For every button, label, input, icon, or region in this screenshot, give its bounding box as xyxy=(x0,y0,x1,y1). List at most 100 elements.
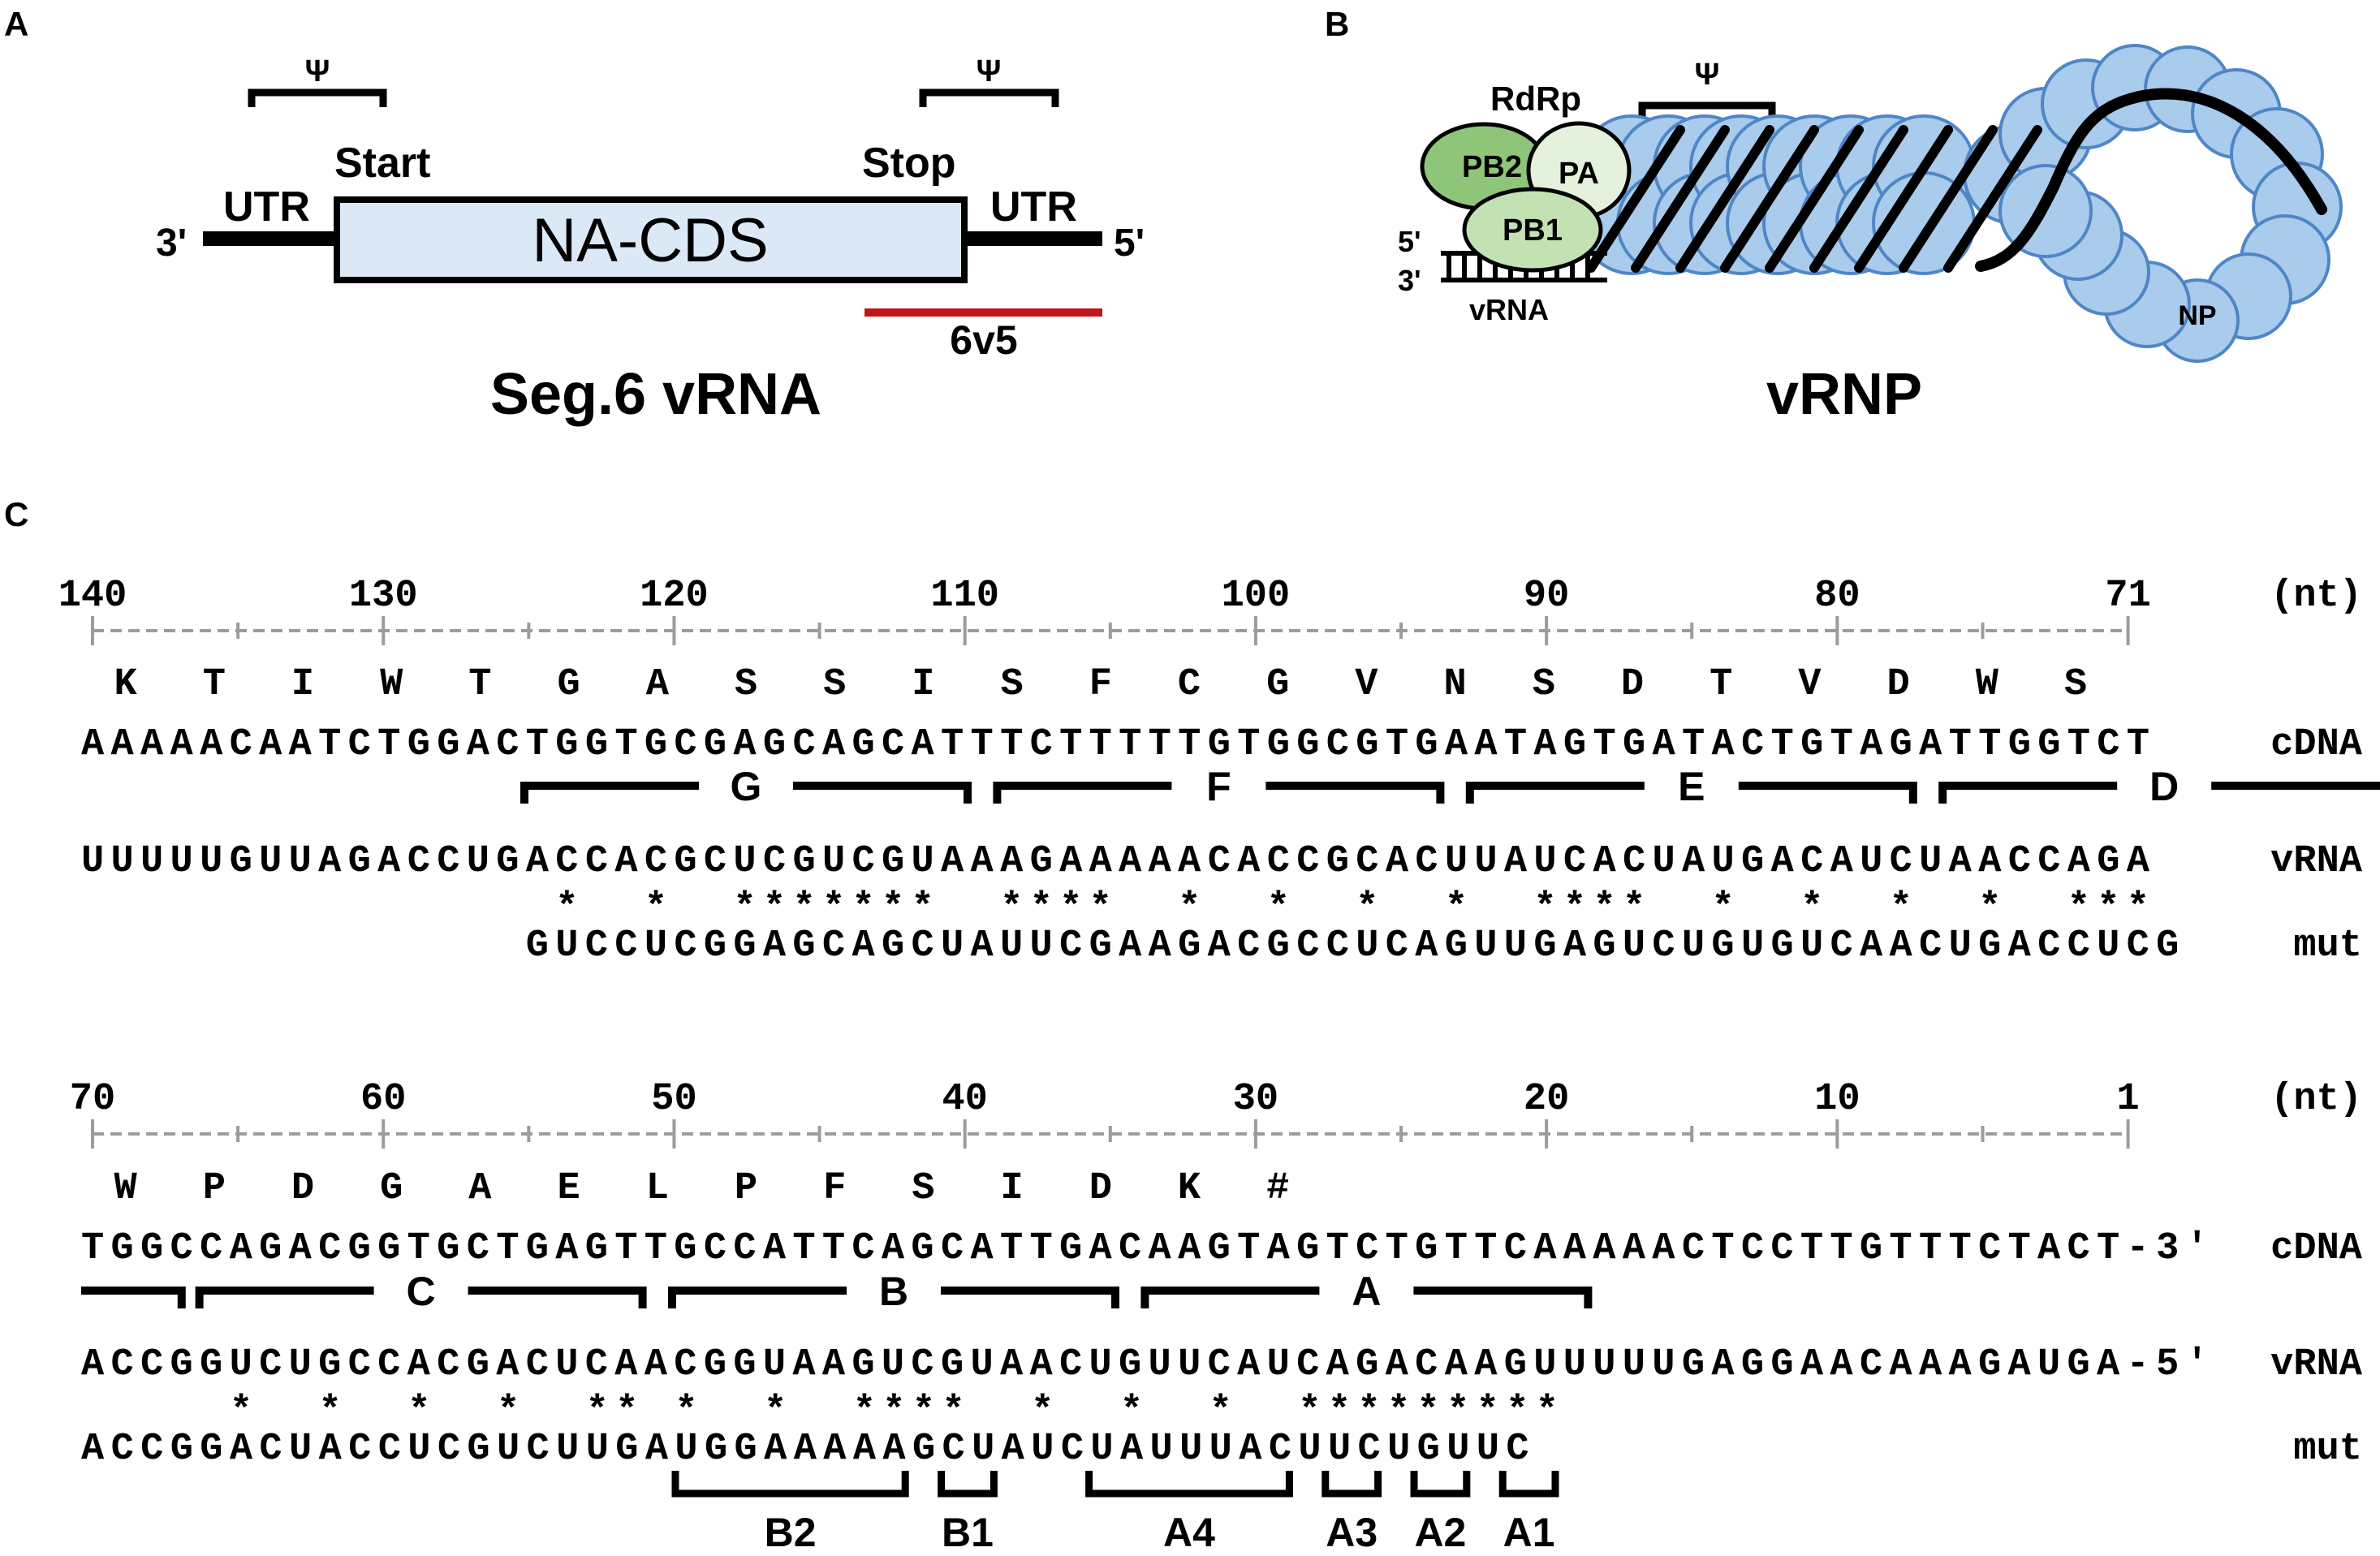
cdna-sequence-2: TGGCCAGACGGTGCTGAGTTGCCATTCAGCATTGACAAGT… xyxy=(81,1227,2209,1270)
utr-label-left: UTR xyxy=(223,183,310,231)
position-tick-label: 40 xyxy=(942,1078,987,1121)
amino-acid-label: S xyxy=(735,663,757,706)
row-label-mut-2: mut xyxy=(2293,1428,2362,1471)
position-tick-label: 100 xyxy=(1222,575,1291,618)
sub-region-bracket xyxy=(1498,1471,1559,1498)
row-label-cdna-2: cDNA xyxy=(2270,1227,2363,1270)
three-prime-label: 3' xyxy=(156,222,187,265)
rdrp-label: RdRp xyxy=(1490,80,1581,118)
region-label-f: F xyxy=(1206,764,1231,809)
unit-label-2: (nt) xyxy=(2270,1078,2362,1121)
na-cds-box xyxy=(334,196,968,283)
region-bracket-left xyxy=(1465,782,1645,804)
vrna-loop-strand xyxy=(1975,88,2327,272)
panel-b-letter: B xyxy=(1325,5,1349,43)
helix-strand xyxy=(1765,125,1864,273)
panel-a-title: Seg.6 vRNA xyxy=(490,362,821,427)
position-tick-label: 30 xyxy=(1233,1078,1278,1121)
amino-acid-label: # xyxy=(1266,1167,1289,1210)
amino-acid-label: C xyxy=(1178,663,1201,706)
row-label-mut-1: mut xyxy=(2293,925,2362,968)
pb1-label: PB1 xyxy=(1503,213,1563,248)
region-bracket-left xyxy=(520,782,699,804)
five-prime-label: 5' xyxy=(1114,222,1145,265)
amino-acid-label: K xyxy=(114,663,137,706)
position-tick-label: 1 xyxy=(2116,1078,2139,1121)
sub-region-label: B1 xyxy=(942,1510,994,1555)
np-oligomer xyxy=(1580,44,2343,363)
vrnp-vrna-label: vRNA xyxy=(1469,293,1549,326)
amino-acid-label: N xyxy=(1443,663,1466,706)
amino-acid-label: P xyxy=(203,1167,226,1210)
sub-region-label: A2 xyxy=(1414,1510,1466,1555)
helix-strand xyxy=(1943,125,2042,273)
sub-region-label: A3 xyxy=(1326,1510,1378,1555)
stop-codon-label: Stop xyxy=(862,140,956,187)
panel-a-letter: A xyxy=(4,5,28,43)
pb1-subunit xyxy=(1462,187,1603,273)
pb2-label: PB2 xyxy=(1462,150,1522,184)
sub-region-label: A4 xyxy=(1163,1510,1215,1555)
helix-strand xyxy=(1809,125,1908,273)
cdna-sequence-1: AAAAACAATCTGGACTGGTGCGAGCAGCATTTCTTTTTGT… xyxy=(81,723,2149,766)
row-label-vrna-2: vRNA xyxy=(2270,1343,2363,1386)
vrna-sequence-2: ACCGGUCUGCCACGACUCAACGGUAAGUCGUAACUGUUCA… xyxy=(81,1343,2209,1386)
panel-b: B Ψ 5' 3' vRNA RdRp PB2 PA PB1 NP vRNP xyxy=(1325,5,2343,427)
amino-acid-label: F xyxy=(1089,663,1112,706)
position-tick-label: 60 xyxy=(360,1078,406,1121)
region-bracket-right xyxy=(2211,782,2380,790)
position-tick-label: 20 xyxy=(1524,1078,1569,1121)
region-bracket-left xyxy=(1938,782,2118,804)
vrnp-five-prime-label: 5' xyxy=(1398,225,1421,258)
amino-acid-label: G xyxy=(1266,663,1289,706)
region-bracket-right xyxy=(468,1287,647,1308)
region-label-a: A xyxy=(1352,1269,1381,1314)
amino-acid-label: F xyxy=(823,1167,846,1210)
region-bracket-left xyxy=(668,1287,847,1308)
probe-6v5-label: 6v5 xyxy=(950,317,1017,363)
panel-b-title: vRNP xyxy=(1766,362,1922,427)
region-label-g: G xyxy=(731,764,762,809)
sub-region-bracket xyxy=(1085,1471,1293,1498)
amino-acid-label: S xyxy=(912,1167,934,1210)
sub-region-label: B2 xyxy=(765,1510,817,1555)
region-bracket-left xyxy=(1140,1287,1320,1308)
amino-acid-label: T xyxy=(468,663,491,706)
amino-acid-label: I xyxy=(912,663,934,706)
helix-strand xyxy=(1675,125,1774,273)
start-codon-label: Start xyxy=(334,140,430,187)
region-label-c: C xyxy=(407,1269,436,1314)
utr-label-right: UTR xyxy=(990,183,1077,231)
amino-acid-label: D xyxy=(291,1167,314,1210)
amino-acid-label: W xyxy=(380,663,403,706)
vrnp-three-prime-label: 3' xyxy=(1398,264,1421,297)
psi-bracket-vrnp xyxy=(1638,101,1776,123)
psi-bracket-5p xyxy=(248,88,387,107)
vrna-helix xyxy=(1586,125,2042,273)
amino-acid-label: S xyxy=(2064,663,2087,706)
region-bracket-right xyxy=(1265,782,1445,804)
amino-acid-label: T xyxy=(203,663,226,706)
position-tick-label: 90 xyxy=(1524,575,1569,618)
amino-acid-label: D xyxy=(1621,663,1644,706)
region-bracket-left xyxy=(993,782,1172,804)
position-tick-label: 110 xyxy=(930,575,999,618)
pa-label: PA xyxy=(1559,157,1599,191)
position-tick-label: 140 xyxy=(58,575,127,618)
position-tick-label: 130 xyxy=(349,575,418,618)
panel-c-letter: C xyxy=(4,495,28,533)
unit-label-1: (nt) xyxy=(2270,575,2362,618)
helix-strand xyxy=(1586,125,1685,273)
position-tick-label: 50 xyxy=(651,1078,696,1121)
amino-acid-label: D xyxy=(1886,663,1909,706)
amino-acid-label: D xyxy=(1089,1167,1112,1210)
helix-strand xyxy=(1720,125,1819,273)
sub-region-bracket xyxy=(1410,1471,1471,1498)
amino-acid-label: S xyxy=(1000,663,1023,706)
np-label: NP xyxy=(2178,300,2216,331)
position-tick-label: 71 xyxy=(2105,575,2150,618)
panel-a: A Ψ Ψ Start Stop UTR UTR 3' 5' NA-CDS 6v… xyxy=(4,5,1145,427)
